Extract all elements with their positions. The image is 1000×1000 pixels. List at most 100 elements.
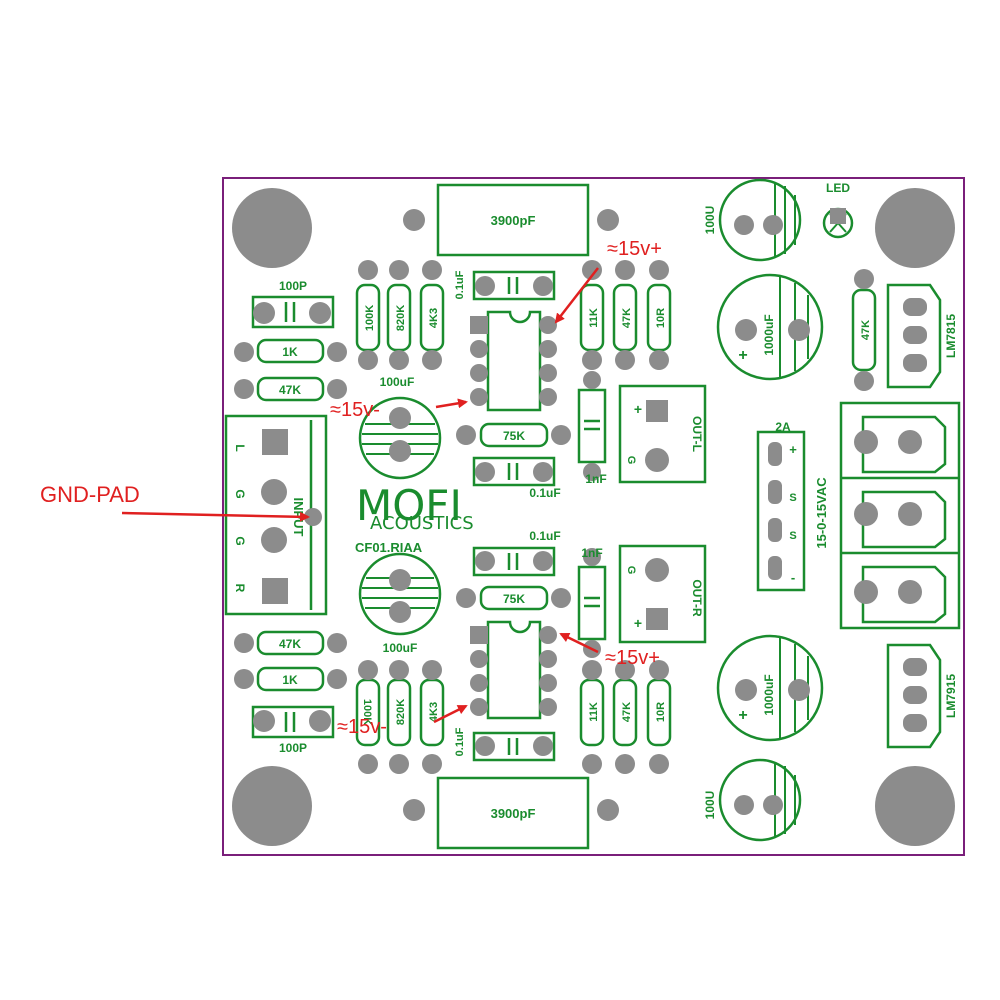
label-11k-top: 11K xyxy=(588,308,600,328)
label-1nf-top: 1nF xyxy=(585,472,606,486)
label-ac-s2: S xyxy=(789,530,796,542)
annotation-vpos-top: ≈15v+ xyxy=(607,238,662,260)
reg-lm7915 xyxy=(886,643,942,749)
annotation-vneg-top: ≈15v- xyxy=(330,399,380,421)
res-75k-bottom xyxy=(479,585,549,611)
square-pads xyxy=(262,208,927,732)
cap-1000uf-top xyxy=(716,273,824,381)
label-100u-bottom: 100U xyxy=(703,791,717,820)
label-100uf-bottom: 100uF xyxy=(383,641,418,655)
label-100k-bottom: 100K xyxy=(361,699,373,725)
out-r-connector xyxy=(618,544,707,644)
cap-100p-bottom xyxy=(251,705,335,739)
label-47k-top: 47K xyxy=(279,383,301,397)
res-1k-bottom xyxy=(256,666,325,692)
label-01uf-mid-top: 0.1uF xyxy=(529,486,560,500)
label-pin-g2: G xyxy=(233,536,247,545)
label-1000uf-top: 1000uF xyxy=(762,314,776,355)
cap-100uf-bottom xyxy=(358,552,442,636)
label-out-l: OUT-L xyxy=(690,416,704,452)
label-ac-plus: + xyxy=(789,442,797,457)
out-l-connector xyxy=(618,384,707,484)
ic-opamp-bottom xyxy=(486,620,542,720)
label-plus-out-l: + xyxy=(634,401,642,417)
label-plus-out-r: + xyxy=(634,615,642,631)
label-1k-top: 1K xyxy=(282,345,298,359)
pads xyxy=(234,209,922,821)
cap-100p-top xyxy=(251,295,335,329)
cap-01uf-top xyxy=(472,270,556,301)
label-out-r: OUT-R xyxy=(690,579,704,617)
cap-1000uf-bottom xyxy=(716,634,824,742)
label-3900pf-bottom: 3900pF xyxy=(491,806,536,821)
label-47k2-top: 47K xyxy=(621,308,633,328)
ac-terminal-block xyxy=(839,401,961,630)
label-47k-bottom: 47K xyxy=(279,637,301,651)
label-47k2-bottom: 47K xyxy=(621,702,633,722)
cap-01uf-mid-top xyxy=(472,456,556,487)
annotation-gnd-pad: GND-PAD xyxy=(40,482,140,507)
brand-line2: ACOUSTICS xyxy=(370,513,474,534)
cap-01uf-mid-bottom xyxy=(472,546,556,577)
label-100p-bottom: 100P xyxy=(279,741,307,755)
cap-3900pf-bottom xyxy=(436,776,590,850)
label-01uf-bottom-b: 0.1uF xyxy=(454,727,466,756)
label-fuse: 2A xyxy=(775,420,791,434)
ic-opamp-top xyxy=(486,310,542,412)
board-outline xyxy=(222,177,965,856)
label-g-out-l: G xyxy=(625,456,637,465)
cap-3900pf-top xyxy=(436,183,590,257)
label-1nf-bottom: 1nF xyxy=(581,546,602,560)
cap-100u-top xyxy=(718,178,802,262)
label-75k-top: 75K xyxy=(503,429,525,443)
board-model: CF01.RIAA xyxy=(355,540,423,555)
label-plus-1000uf-top: + xyxy=(738,347,747,364)
label-ac-s1: S xyxy=(789,492,796,504)
res-75k-top xyxy=(479,422,549,448)
label-01uf-top-a: 0.1uF xyxy=(454,270,466,299)
label-1k-bottom: 1K xyxy=(282,673,298,687)
res-47k-led xyxy=(851,288,877,372)
label-4k3-bottom: 4K3 xyxy=(428,702,440,722)
label-lm7815: LM7815 xyxy=(944,314,958,358)
res-47k-top xyxy=(256,376,325,402)
cap-symbols xyxy=(284,277,600,755)
label-ac-minus: - xyxy=(791,570,795,585)
reg-lm7815 xyxy=(886,283,942,389)
cap-100u-bottom xyxy=(718,758,802,842)
label-1000uf-bottom: 1000uF xyxy=(762,674,776,715)
cap-01uf-bottom xyxy=(472,731,556,762)
label-820k-top: 820K xyxy=(395,305,407,331)
label-g-out-r: G xyxy=(625,566,637,575)
label-47k-led: 47K xyxy=(860,320,872,340)
label-820k-bottom: 820K xyxy=(395,699,407,725)
label-plus-1000uf-bottom: + xyxy=(738,707,747,724)
label-pin-r: R xyxy=(233,584,247,593)
label-ac-in: 15-0-15VAC xyxy=(814,477,829,549)
label-100p-top: 100P xyxy=(279,279,307,293)
brand-line1: MOFI xyxy=(356,481,462,530)
label-led: LED xyxy=(826,181,850,195)
mounting-holes xyxy=(232,188,955,846)
label-lm7915: LM7915 xyxy=(944,674,958,718)
label-100k-top: 100K xyxy=(364,305,376,331)
label-3900pf-top: 3900pF xyxy=(491,213,536,228)
label-01uf-mid-bottom: 0.1uF xyxy=(529,529,560,543)
annotation-vpos-bottom: ≈15v+ xyxy=(605,647,660,669)
cap-1nf-bottom xyxy=(577,565,607,641)
cap-1nf-top xyxy=(577,388,607,464)
label-10r-bottom: 10R xyxy=(655,702,667,722)
annotation-arrows xyxy=(121,267,599,724)
label-75k-bottom: 75K xyxy=(503,592,525,606)
ac-header xyxy=(756,430,806,592)
res-1k-top xyxy=(256,338,325,364)
label-100u-top: 100U xyxy=(703,206,717,235)
annotation-vneg-bottom: ≈15v- xyxy=(337,716,387,738)
label-4k3-top: 4K3 xyxy=(428,308,440,328)
label-pin-g1: G xyxy=(233,489,247,498)
label-pin-l: L xyxy=(233,444,247,451)
label-100uf-top: 100uF xyxy=(380,375,415,389)
cap-100uf-top xyxy=(358,396,442,480)
label-11k-bottom: 11K xyxy=(588,702,600,722)
